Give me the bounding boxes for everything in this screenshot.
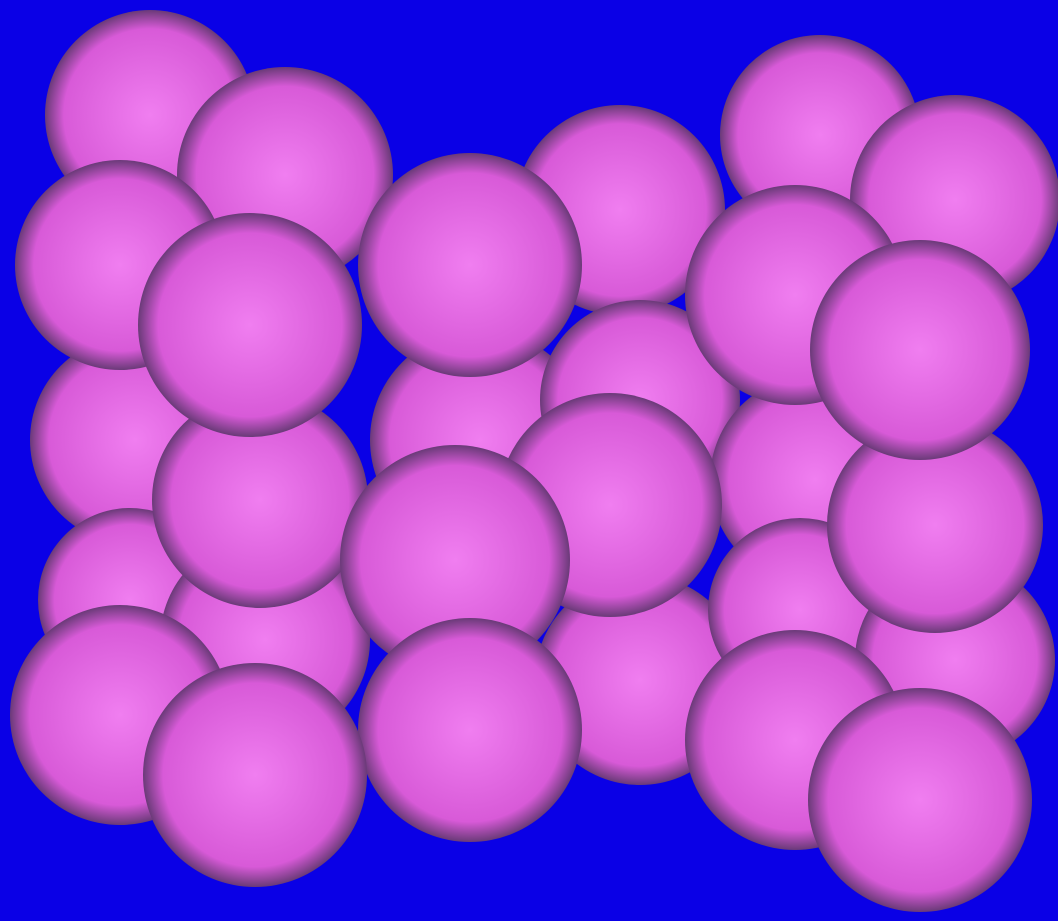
sphere bbox=[808, 688, 1032, 912]
sphere bbox=[152, 392, 368, 608]
sphere-group bbox=[10, 10, 1058, 912]
sphere bbox=[358, 618, 582, 842]
sphere bbox=[358, 153, 582, 377]
sphere bbox=[143, 663, 367, 887]
sphere bbox=[827, 417, 1043, 633]
sphere bbox=[810, 240, 1030, 460]
sphere bbox=[340, 445, 570, 675]
sphere bbox=[138, 213, 362, 437]
